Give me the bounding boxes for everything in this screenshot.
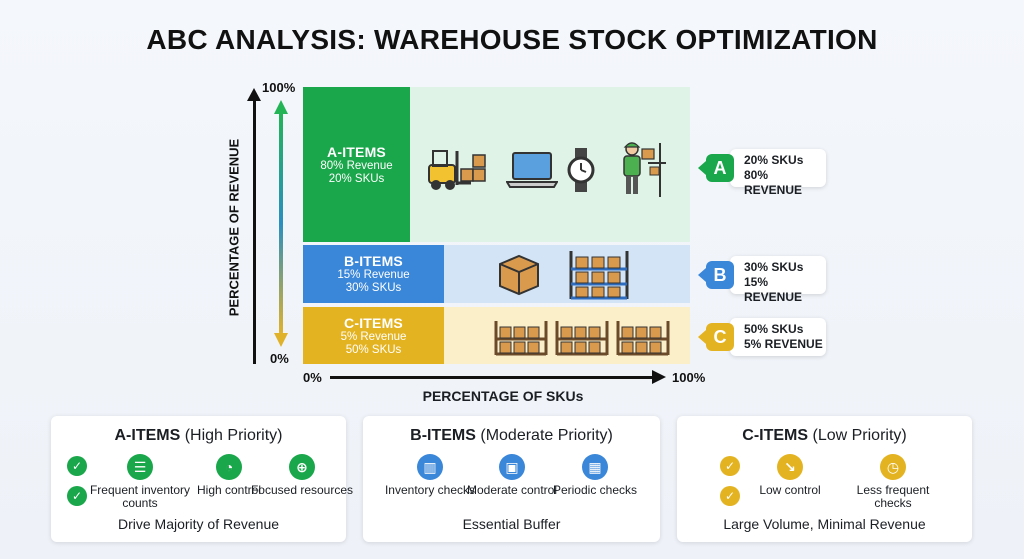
target-icon: ⊕ [289, 454, 315, 480]
band-b-items: B-ITEMS 15% Revenue 30% SKUs [303, 245, 690, 303]
band-b-label: B-ITEMS 15% Revenue 30% SKUs [303, 245, 444, 303]
card-c-title: C-ITEMS (Low Priority) [677, 427, 972, 445]
card-a-feature: ◔ High control [174, 454, 284, 497]
y-axis-line [253, 98, 256, 364]
card-a-footer: Drive Majority of Revenue [117, 516, 280, 532]
callout-c-letter: C [698, 323, 734, 351]
worker-icon [623, 142, 666, 197]
card-b-title-rest: (Moderate Priority) [475, 427, 613, 444]
check-icon: ✓ [67, 486, 87, 506]
band-b-title: B-ITEMS [344, 253, 403, 269]
band-a-revenue: 80% Revenue [320, 159, 393, 172]
card-a-feature-label: High control [196, 483, 262, 497]
callout-a-line2: 80% REVENUE [744, 168, 803, 197]
callout-c: C 50% SKUs 5% REVENUE [698, 316, 830, 358]
card-a-title-rest: (High Priority) [180, 427, 283, 444]
card-b-feature: ▦ Periodic checks [540, 454, 650, 497]
card-b-title-bold: B-ITEMS [410, 427, 476, 444]
band-b-skus: 30% SKUs [345, 282, 402, 294]
card-a-feature: ☰ Frequent inventory counts [85, 454, 195, 510]
x-tick-right: 100% [672, 370, 706, 385]
callout-a: A 20% SKUs 80% REVENUE [698, 147, 830, 197]
page-title: ABC ANALYSIS: WAREHOUSE STOCK OPTIMIZATI… [146, 24, 878, 55]
band-c-label: C-ITEMS 5% Revenue 50% SKUs [303, 307, 444, 364]
check-icon: ✓ [67, 456, 87, 476]
callout-a-letter: A [698, 154, 734, 182]
card-b-footer: Essential Buffer [462, 516, 561, 532]
bar-chart-icon: ▥ [417, 454, 443, 480]
card-c-footer: Large Volume, Minimal Revenue [723, 516, 926, 532]
card-b-feature: ▣ Moderate control [457, 454, 567, 497]
card-a-feature: ⊕ Focused resources [247, 454, 357, 497]
callout-b-line1: 30% SKUs [744, 260, 804, 274]
callout-c-line1: 50% SKUs [744, 322, 804, 336]
band-c-items: C-ITEMS 5% Revenue 50% SKUs [303, 307, 690, 364]
shelf-icon [616, 321, 670, 356]
gradient-arrow-line [279, 112, 283, 334]
y-tick-bottom: 0% [270, 351, 289, 366]
x-axis-arrow [652, 370, 666, 384]
card-c-title-rest: (Low Priority) [808, 427, 907, 444]
card-b-items: B-ITEMS (Moderate Priority) ▥ Inventory … [363, 416, 660, 542]
card-b-feature-label: Moderate control [466, 483, 558, 497]
check-icon: ✓ [720, 486, 740, 506]
shelf-icon [555, 321, 609, 356]
callout-b: B 30% SKUs 15% REVENUE [698, 254, 830, 304]
card-a-feature-label: Frequent inventory counts [89, 483, 191, 510]
card-c-feature: ↘ Low control [735, 454, 845, 497]
gradient-arrow-up [274, 100, 288, 114]
box-icon [499, 254, 539, 296]
callout-c-line2: 5% REVENUE [744, 337, 823, 351]
card-c-items: C-ITEMS (Low Priority) ✓ ✓ ↘ Low control… [677, 416, 972, 542]
card-c-feature: ◷ Less frequent checks [838, 454, 948, 510]
band-b-revenue: 15% Revenue [337, 269, 410, 281]
band-c-title: C-ITEMS [344, 314, 403, 331]
x-axis-label: PERCENTAGE OF SKUs [422, 388, 584, 404]
band-c-revenue: 5% Revenue [340, 330, 407, 343]
card-c-feature-label: Less frequent checks [856, 483, 930, 510]
card-b-feature-label: Inventory checks [384, 483, 476, 497]
arrow-down-right-icon: ↘ [777, 454, 803, 480]
card-a-title-bold: A-ITEMS [114, 427, 181, 444]
callout-b-text: 30% SKUs 15% REVENUE [730, 256, 826, 304]
card-b-feature: ▥ Inventory checks [375, 454, 485, 497]
y-axis-arrow [247, 88, 261, 101]
watch-icon [567, 148, 595, 192]
gradient-arrow-down [274, 333, 288, 347]
calendar-icon: ▦ [582, 454, 608, 480]
y-axis-label: PERCENTAGE OF REVENUE [226, 138, 242, 317]
shelf-icon [494, 321, 548, 356]
card-b-title: B-ITEMS (Moderate Priority) [363, 427, 660, 445]
band-c-skus: 50% SKUs [345, 343, 402, 356]
box-icon: ▣ [499, 454, 525, 480]
card-a-title: A-ITEMS (High Priority) [51, 427, 346, 445]
x-axis-line [330, 376, 652, 379]
callout-a-text: 20% SKUs 80% REVENUE [730, 149, 826, 197]
laptop-icon [506, 152, 558, 188]
callout-b-line2: 15% REVENUE [744, 275, 803, 304]
band-a-label: A-ITEMS 80% Revenue 20% SKUs [303, 87, 410, 242]
card-a-feature-label: Focused resources [250, 483, 354, 497]
callout-b-letter: B [698, 261, 734, 289]
card-b-feature-label: Periodic checks [552, 483, 638, 497]
band-a-items: A-ITEMS 80% Revenue 20% SKUs [303, 87, 690, 242]
shelf-icon [569, 251, 629, 300]
card-c-title-bold: C-ITEMS [742, 427, 809, 444]
forklift-icon [428, 150, 486, 190]
gauge-icon: ◔ [216, 454, 242, 480]
check-icon: ✓ [720, 456, 740, 476]
band-a-title: A-ITEMS [327, 143, 386, 160]
x-tick-left: 0% [303, 370, 322, 385]
checklist-icon: ☰ [127, 454, 153, 480]
band-a-skus: 20% SKUs [328, 172, 385, 185]
card-c-feature-label: Low control [759, 483, 821, 497]
y-tick-top: 100% [262, 80, 296, 95]
clock-icon: ◷ [880, 454, 906, 480]
callout-a-line1: 20% SKUs [744, 153, 804, 167]
callout-c-text: 50% SKUs 5% REVENUE [730, 318, 826, 356]
card-a-items: A-ITEMS (High Priority) ✓ ✓ ☰ Frequent i… [51, 416, 353, 542]
